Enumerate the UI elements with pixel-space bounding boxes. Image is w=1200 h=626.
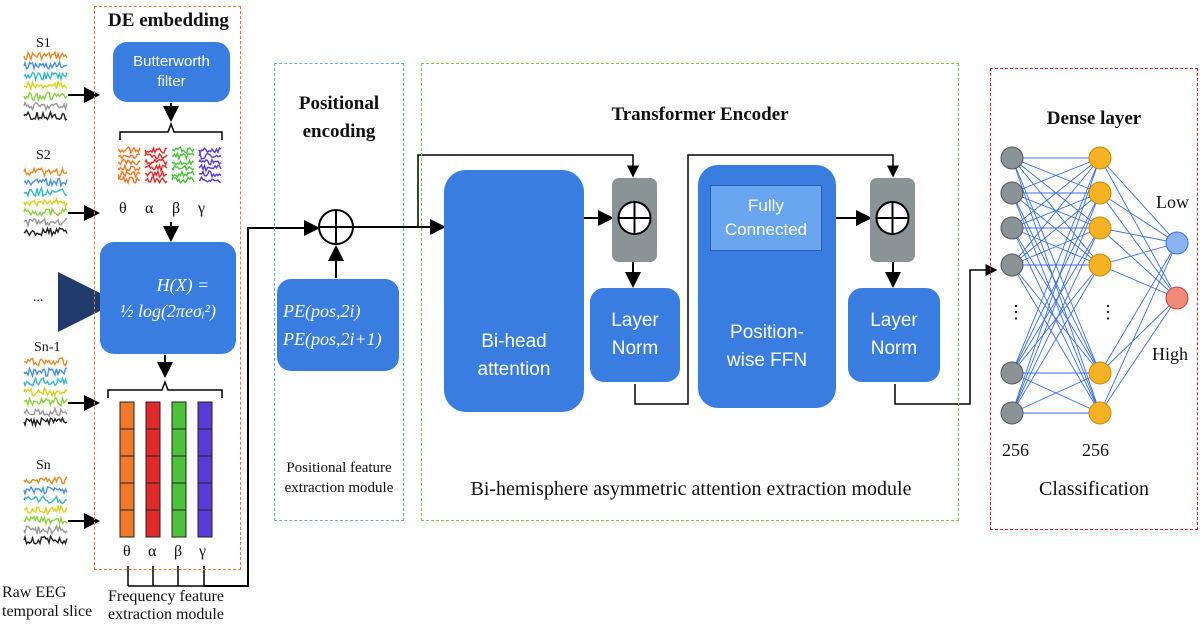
band-label-beta: β [172, 200, 181, 217]
dense-input-node [1000, 181, 1024, 205]
output-label-high: High [1152, 344, 1188, 364]
fc-label-line2: Connected [724, 220, 808, 239]
output-label-low: Low [1156, 192, 1189, 212]
slice-label-s2: S2 [36, 148, 51, 163]
feature-label-beta: β [174, 543, 183, 560]
residual-1 [417, 154, 639, 227]
dense-hidden-node [1088, 181, 1112, 205]
dense-hidden-node [1088, 401, 1112, 425]
band-label-theta: θ [119, 200, 127, 217]
layer-norm-2-block: Layer Norm [848, 288, 940, 382]
dense-layer2-size: 256 [1082, 440, 1109, 460]
slice-label-sn1: Sn-1 [34, 340, 61, 355]
ln1-label-line1: Layer [611, 310, 659, 331]
butterworth-filter-block: Butterworth filter [113, 42, 230, 102]
raw-eeg-caption-line2: temporal slice [2, 603, 93, 620]
ln1-label-line2: Norm [611, 338, 659, 359]
wire-to-dense [894, 264, 998, 405]
dense-input-node [1000, 146, 1024, 170]
ln2-label-line1: Layer [870, 310, 918, 331]
band-bracket [127, 566, 205, 587]
pos-caption-line1: Positional feature [286, 460, 392, 476]
pos-module-frame [274, 63, 404, 521]
adder-2-icon [875, 201, 910, 235]
eeg-signal-sn1 [23, 357, 68, 429]
dense-hidden-node [1088, 253, 1112, 277]
eeg-signal-s2 [23, 166, 68, 238]
dense-ellipsis-1: ⋮ [1007, 302, 1025, 322]
dense-module-frame [990, 68, 1198, 530]
eeg-signal-sn [23, 476, 68, 546]
brace-features [107, 379, 223, 398]
attention-label-line1: Bi-head [481, 331, 547, 352]
pe-formula-odd: PE(pos,2i+1) [283, 329, 382, 349]
band-label-alpha: α [145, 200, 154, 217]
filter-label-line1: Butterworth [133, 53, 210, 70]
pos-title-line1: Positional [298, 93, 380, 114]
output-node-low [1165, 231, 1189, 255]
wire-de-to-pos [204, 220, 320, 587]
fully-connected-block: Fully Connected [710, 185, 822, 251]
ffn-label-line1: Position- [730, 321, 804, 343]
layer-norm-1-block: Layer Norm [590, 288, 680, 382]
feature-label-gamma: γ [199, 543, 207, 560]
ffn-label-line2: wise FFN [726, 349, 808, 371]
dense-input-node [1000, 216, 1024, 240]
eeg-signal-s1 [23, 50, 68, 121]
bi-head-attention-block: Bi-head attention [444, 170, 584, 412]
band-label-gamma: γ [198, 200, 206, 217]
dense-caption: Classification [1039, 478, 1149, 500]
add-residual-1-block [612, 178, 657, 262]
dense-hidden-node [1088, 146, 1112, 170]
output-node-high [1165, 286, 1189, 310]
pos-module-title: Positional encoding [276, 90, 402, 146]
de-module-title: DE embedding [108, 10, 229, 31]
transformer-module-frame [421, 63, 959, 521]
dense-input-node [1000, 401, 1024, 425]
dense-layer1-size: 256 [1002, 440, 1029, 460]
dense-title: Dense layer [1046, 108, 1142, 129]
residual-2 [634, 154, 899, 405]
fc-label-line1: Fully [748, 196, 784, 215]
pos-module-caption: Positional feature extraction module [276, 458, 402, 498]
differential-entropy-block: H(X) = ½ log(2πeσᵢ²) [100, 242, 236, 354]
add-residual-2-block [870, 178, 915, 262]
dense-network [1000, 146, 1189, 425]
filter-label-line2: filter [157, 73, 186, 90]
band-signals-graphic [118, 146, 222, 185]
feature-label-alpha: α [148, 543, 157, 560]
de-caption-line2: extraction module [108, 606, 224, 623]
dense-ellipsis-2: ⋮ [1099, 302, 1117, 322]
dense-input-node [1000, 253, 1024, 277]
entropy-formula-rhs: ½ log(2πeσᵢ²) [119, 301, 217, 321]
slice-label-sn: Sn [36, 458, 51, 473]
slice-label-s1: S1 [36, 36, 51, 51]
raw-eeg-caption-line1: Raw EEG [2, 584, 67, 601]
pe-formula-even: PE(pos,2i) [283, 301, 361, 321]
dense-hidden-node [1088, 361, 1112, 385]
de-module-caption: Frequency feature extraction module [108, 588, 248, 624]
feature-label-theta: θ [123, 543, 131, 560]
de-caption-line1: Frequency feature [108, 588, 224, 605]
dense-input-node [1000, 361, 1024, 385]
transformer-caption: Bi-hemisphere asymmetric attention extra… [470, 478, 912, 500]
pos-caption-line2: extraction module [284, 480, 394, 496]
pos-title-line2: encoding [302, 121, 376, 142]
feature-bars-graphic [119, 401, 213, 538]
brace-filter [119, 121, 223, 140]
adder-1-icon [617, 201, 652, 235]
ln2-label-line2: Norm [870, 338, 918, 359]
slice-label-ellipsis: ... [33, 290, 44, 305]
entropy-formula-lhs: H(X) = [156, 275, 210, 295]
attention-label-line2: attention [477, 359, 551, 380]
de-module-frame [94, 6, 241, 570]
dense-hidden-node [1088, 216, 1112, 240]
raw-eeg-caption: Raw EEG temporal slice [2, 583, 92, 621]
positional-encoding-block: PE(pos,2i) PE(pos,2i+1) [277, 279, 399, 371]
transformer-title: Transformer Encoder [611, 104, 789, 125]
